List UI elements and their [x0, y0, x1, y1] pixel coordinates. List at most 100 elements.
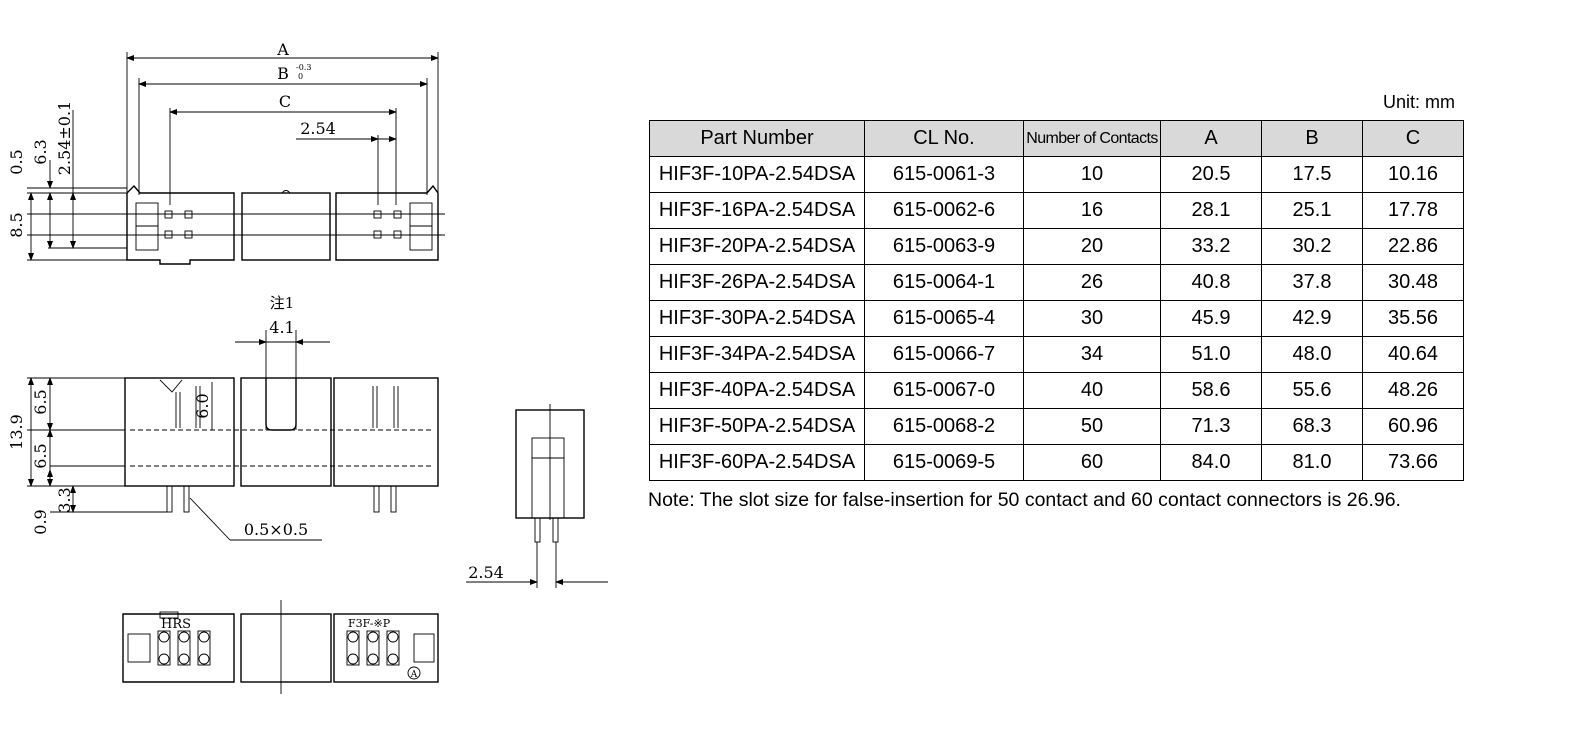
dim-b-label: B [277, 64, 289, 83]
cell-a: 84.0 [1160, 444, 1262, 481]
cell-part-number: HIF3F-10PA-2.54DSA [649, 156, 865, 193]
cell-cl-no: 615-0062-6 [864, 192, 1024, 229]
cell-c: 60.96 [1362, 408, 1464, 445]
header-cl-no: CL No. [864, 120, 1024, 157]
cell-contacts: 16 [1023, 192, 1161, 229]
front-view: 注1 4.1 6.0 0.5×0.5 [7, 294, 439, 541]
dim-0-5-label: 0.5 [7, 149, 26, 174]
cell-contacts: 60 [1023, 444, 1161, 481]
dim-c-label: C [279, 92, 291, 111]
header-number-of-contacts: Number of Contacts [1023, 120, 1161, 157]
cell-c: 17.78 [1362, 192, 1464, 229]
table-row: HIF3F-26PA-2.54DSA 615-0064-1 26 40.8 37… [649, 264, 1464, 301]
top-view: A B -0.3 0 C 2.54 [7, 40, 445, 265]
model-marking: F3F-※P [348, 617, 391, 630]
cell-contacts: 26 [1023, 264, 1161, 301]
hrs-marking: HRS [161, 617, 191, 632]
cell-b: 30.2 [1261, 228, 1363, 265]
cell-contacts: 34 [1023, 336, 1161, 373]
dim-3-3-label: 3.3 [55, 487, 74, 512]
cell-cl-no: 615-0068-2 [864, 408, 1024, 445]
side-view: 2.54 [466, 404, 608, 588]
table-note: Note: The slot size for false-insertion … [648, 489, 1401, 511]
dim-pitch-label: 2.54 [300, 119, 336, 138]
cell-c: 35.56 [1362, 300, 1464, 337]
cell-contacts: 10 [1023, 156, 1161, 193]
dim-4-1-label: 4.1 [269, 318, 294, 337]
table-row: HIF3F-20PA-2.54DSA 615-0063-9 20 33.2 30… [649, 228, 1464, 265]
cell-part-number: HIF3F-20PA-2.54DSA [649, 228, 865, 265]
table-header-row: Part Number CL No. Number of Contacts A … [649, 120, 1464, 157]
cell-b: 25.1 [1261, 192, 1363, 229]
table-row: HIF3F-16PA-2.54DSA 615-0062-6 16 28.1 25… [649, 192, 1464, 229]
cell-cl-no: 615-0069-5 [864, 444, 1024, 481]
dim-13-9-label: 13.9 [7, 414, 26, 450]
unit-label: Unit: mm [1383, 92, 1455, 112]
cell-c: 73.66 [1362, 444, 1464, 481]
cell-b: 37.8 [1261, 264, 1363, 301]
cell-b: 42.9 [1261, 300, 1363, 337]
header-a: A [1160, 120, 1262, 157]
a-marking: A [410, 670, 418, 680]
cell-c: 40.64 [1362, 336, 1464, 373]
dim-6-5-top-label: 6.5 [31, 389, 50, 414]
cell-a: 20.5 [1160, 156, 1262, 193]
cell-part-number: HIF3F-16PA-2.54DSA [649, 192, 865, 229]
cell-a: 28.1 [1160, 192, 1262, 229]
cell-c: 30.48 [1362, 264, 1464, 301]
dim-b-tol-lower: 0 [298, 72, 303, 81]
cell-cl-no: 615-0063-9 [864, 228, 1024, 265]
table-row: HIF3F-30PA-2.54DSA 615-0065-4 30 45.9 42… [649, 300, 1464, 337]
dim-8-5-label: 8.5 [7, 212, 26, 237]
table-row: HIF3F-60PA-2.54DSA 615-0069-5 60 84.0 81… [649, 444, 1464, 481]
dim-2-54-tol-label: 2.54±0.1 [55, 101, 74, 175]
cell-a: 51.0 [1160, 336, 1262, 373]
header-part-number: Part Number [649, 120, 865, 157]
dim-6-3-label: 6.3 [31, 139, 50, 164]
cell-c: 22.86 [1362, 228, 1464, 265]
cell-part-number: HIF3F-60PA-2.54DSA [649, 444, 865, 481]
connector-drawing: A B -0.3 0 C 2.54 [7, 40, 608, 694]
note-1-label: 注1 [270, 294, 295, 312]
cell-cl-no: 615-0061-3 [864, 156, 1024, 193]
cell-a: 71.3 [1160, 408, 1262, 445]
cell-contacts: 40 [1023, 372, 1161, 409]
cell-part-number: HIF3F-26PA-2.54DSA [649, 264, 865, 301]
cell-a: 58.6 [1160, 372, 1262, 409]
cell-part-number: HIF3F-50PA-2.54DSA [649, 408, 865, 445]
table-row: HIF3F-50PA-2.54DSA 615-0068-2 50 71.3 68… [649, 408, 1464, 445]
header-c: C [1362, 120, 1464, 157]
bottom-view: HRS F3F-※P A [122, 600, 439, 694]
dim-a-label: A [276, 40, 289, 59]
cell-contacts: 30 [1023, 300, 1161, 337]
cell-cl-no: 615-0064-1 [864, 264, 1024, 301]
header-b: B [1261, 120, 1363, 157]
pin-size-label: 0.5×0.5 [244, 520, 308, 539]
cell-cl-no: 615-0067-0 [864, 372, 1024, 409]
cell-b: 55.6 [1261, 372, 1363, 409]
cell-c: 10.16 [1362, 156, 1464, 193]
dim-b-tol-upper: -0.3 [296, 63, 311, 72]
dim-0-9-label: 0.9 [31, 509, 50, 534]
cell-a: 45.9 [1160, 300, 1262, 337]
cell-a: 33.2 [1160, 228, 1262, 265]
dim-6-5-bottom-label: 6.5 [31, 443, 50, 468]
cell-part-number: HIF3F-30PA-2.54DSA [649, 300, 865, 337]
cell-b: 48.0 [1261, 336, 1363, 373]
cell-cl-no: 615-0066-7 [864, 336, 1024, 373]
cell-contacts: 50 [1023, 408, 1161, 445]
cell-a: 40.8 [1160, 264, 1262, 301]
spec-table: Part Number CL No. Number of Contacts A … [649, 120, 1464, 481]
cell-b: 17.5 [1261, 156, 1363, 193]
cell-b: 68.3 [1261, 408, 1363, 445]
cell-part-number: HIF3F-34PA-2.54DSA [649, 336, 865, 373]
table-row: HIF3F-34PA-2.54DSA 615-0066-7 34 51.0 48… [649, 336, 1464, 373]
cell-contacts: 20 [1023, 228, 1161, 265]
cell-cl-no: 615-0065-4 [864, 300, 1024, 337]
table-row: HIF3F-10PA-2.54DSA 615-0061-3 10 20.5 17… [649, 156, 1464, 193]
dim-6-0-label: 6.0 [193, 393, 212, 418]
table-row: HIF3F-40PA-2.54DSA 615-0067-0 40 58.6 55… [649, 372, 1464, 409]
cell-part-number: HIF3F-40PA-2.54DSA [649, 372, 865, 409]
side-pitch-label: 2.54 [468, 563, 504, 582]
cell-c: 48.26 [1362, 372, 1464, 409]
